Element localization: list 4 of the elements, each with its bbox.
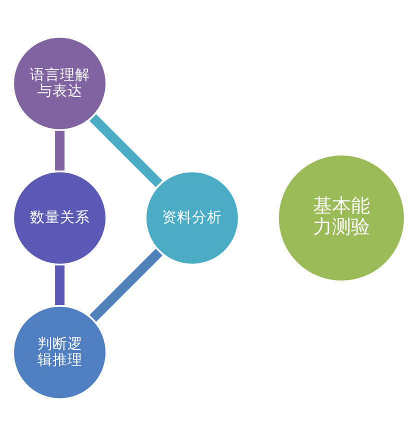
connector bbox=[90, 114, 162, 187]
connector bbox=[55, 264, 64, 304]
connector bbox=[90, 248, 162, 322]
connector bbox=[55, 130, 64, 170]
